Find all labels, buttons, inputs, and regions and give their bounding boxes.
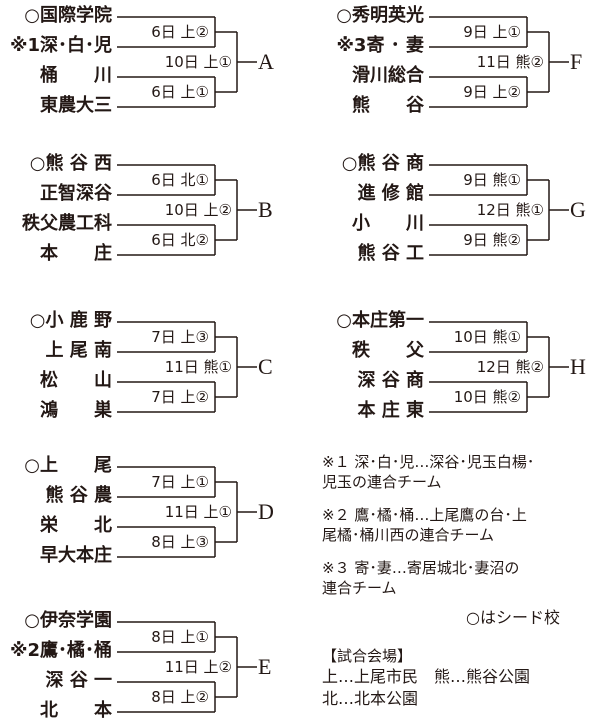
game-label: 10日 熊① [453, 328, 521, 346]
note-3-line1: ※３ 寄･妻…寄居城北･妻沼の [322, 559, 520, 577]
team-name: ○秀明英光 [336, 5, 424, 26]
final-game-label: 11日 上① [164, 503, 232, 521]
team-name: 桶 川 [40, 65, 112, 86]
team-name: 本 庄 東 [357, 400, 424, 421]
team-name: 早大本庄 [40, 545, 112, 566]
team-name: 鴻 巣 [40, 400, 112, 421]
team-name: 東農大三 [40, 95, 112, 116]
game-label: 9日 上② [463, 83, 521, 101]
venue-line-1: 上…上尾市民 熊…熊谷公園 [322, 667, 531, 686]
note-1-line2: 児玉の連合チーム [322, 473, 442, 491]
team-name: 熊 谷 [352, 95, 424, 116]
team-name: 熊 谷 工 [357, 243, 424, 264]
game-label: 8日 上② [151, 688, 209, 706]
game-label: 6日 上① [151, 83, 209, 101]
team-name: 進 修 館 [357, 183, 424, 204]
team-name: ○本庄第一 [336, 310, 424, 331]
game-label: 9日 熊① [463, 171, 521, 189]
team-name: ○熊 谷 西 [29, 153, 112, 174]
game-label: 10日 熊② [453, 388, 521, 406]
bracket-letter: C [258, 354, 273, 379]
team-name: 上 尾 南 [45, 340, 112, 361]
bracket-letter: A [258, 49, 274, 74]
note-3-line2: 連合チーム [322, 579, 397, 597]
note-2-line1: ※２ 鷹･橘･桶…上尾鷹の台･上 [322, 506, 527, 524]
bracket-letter: F [570, 49, 583, 74]
game-label: 7日 上② [151, 388, 209, 406]
bracket-letter: H [570, 354, 586, 379]
team-name: 栄 北 [40, 515, 112, 536]
note-1-line1: ※１ 深･白･児…深谷･児玉白楊･ [322, 453, 535, 471]
final-game-label: 11日 熊① [164, 358, 232, 376]
bracket-letter: G [570, 197, 586, 222]
team-name: 深 谷 商 [357, 370, 424, 391]
team-name: 松 山 [40, 370, 112, 391]
team-name: 滑川総合 [352, 65, 424, 86]
team-name: 北 本 [40, 700, 112, 721]
team-name: ○熊 谷 商 [341, 153, 424, 174]
venue-title: 【試合会場】 [322, 647, 413, 665]
game-label: 7日 上① [151, 473, 209, 491]
final-game-label: 10日 上① [164, 53, 232, 71]
final-game-label: 11日 熊② [476, 53, 544, 71]
team-name: ※3寄 ･ 妻 [336, 35, 424, 56]
team-name: 熊 谷 農 [45, 485, 112, 506]
team-name: 秩父農工科 [22, 213, 112, 234]
game-label: 8日 上③ [151, 533, 209, 551]
final-game-label: 12日 熊② [476, 358, 544, 376]
bracket-letter: E [258, 654, 272, 679]
final-game-label: 11日 上② [164, 658, 232, 676]
team-name: 秩 父 [352, 340, 424, 361]
game-label: 6日 上② [151, 23, 209, 41]
team-name: 深 谷 一 [45, 670, 112, 691]
team-name: ○上 尾 [24, 455, 112, 476]
team-name: ※1深･白･児 [9, 35, 112, 56]
game-label: 7日 上③ [151, 328, 209, 346]
game-label: 9日 上① [463, 23, 521, 41]
team-name: 小 川 [352, 213, 424, 234]
note-2-line2: 尾橘･桶川西の連合チーム [322, 526, 495, 544]
venue-line-2: 北…北本公園 [322, 689, 419, 708]
final-game-label: 10日 上② [164, 201, 232, 219]
game-label: 6日 北① [151, 171, 209, 189]
team-name: ○国際学院 [24, 5, 112, 26]
final-game-label: 12日 熊① [476, 201, 544, 219]
game-label: 6日 北② [151, 231, 209, 249]
team-name: 本 庄 [40, 243, 112, 264]
bracket-letter: D [258, 499, 274, 524]
team-name: ○小 鹿 野 [29, 310, 112, 331]
game-label: 9日 熊② [463, 231, 521, 249]
team-name: ※2鷹･橘･桶 [9, 640, 112, 661]
team-name: ○伊奈学園 [24, 610, 112, 631]
game-label: 8日 上① [151, 628, 209, 646]
seed-legend: ○はシード校 [466, 608, 560, 627]
bracket-letter: B [258, 197, 273, 222]
team-name: 正智深谷 [40, 183, 112, 204]
